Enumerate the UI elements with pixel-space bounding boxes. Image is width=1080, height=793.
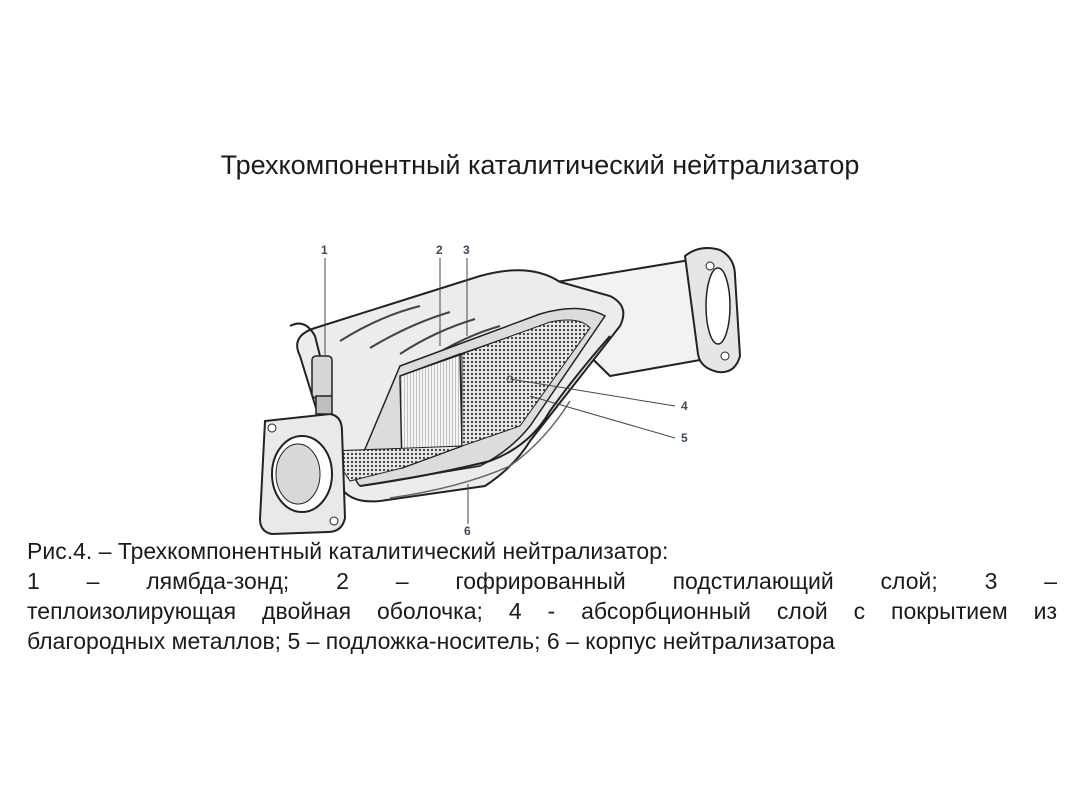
catalytic-converter-drawing: 1 2 3 4 5 6	[258, 243, 742, 538]
svg-text:1: 1	[321, 243, 328, 257]
svg-text:6: 6	[464, 524, 471, 536]
callout-3: 3	[463, 243, 470, 336]
callout-4: 4	[506, 375, 688, 413]
svg-text:5: 5	[681, 431, 688, 445]
svg-text:4: 4	[681, 399, 688, 413]
caption-line-1: Рис.4. – Трехкомпонентный каталитический…	[27, 538, 669, 564]
caption-line-2: 1 – лямбда-зонд; 2 – гофрированный подст…	[27, 568, 1057, 594]
caption-line-4: благородных металлов; 5 – подложка-носит…	[27, 628, 835, 654]
svg-text:3: 3	[463, 243, 470, 257]
callout-5: 5	[529, 395, 688, 445]
callout-2: 2	[436, 243, 443, 346]
svg-text:2: 2	[436, 243, 443, 257]
callout-1: 1	[321, 243, 328, 356]
slide-title: Трехкомпонентный каталитический нейтрали…	[220, 150, 860, 180]
catalytic-converter-figure: 1 2 3 4 5 6	[230, 236, 790, 538]
caption-line-3: теплоизолирующая двойная оболочка; 4 - а…	[27, 598, 1057, 624]
lambda-sensor	[289, 322, 333, 415]
inlet-flange	[258, 412, 347, 536]
callout-6: 6	[464, 484, 471, 538]
converter-body	[296, 269, 625, 503]
figure-caption: Рис.4. – Трехкомпонентный каталитический…	[27, 536, 1057, 656]
